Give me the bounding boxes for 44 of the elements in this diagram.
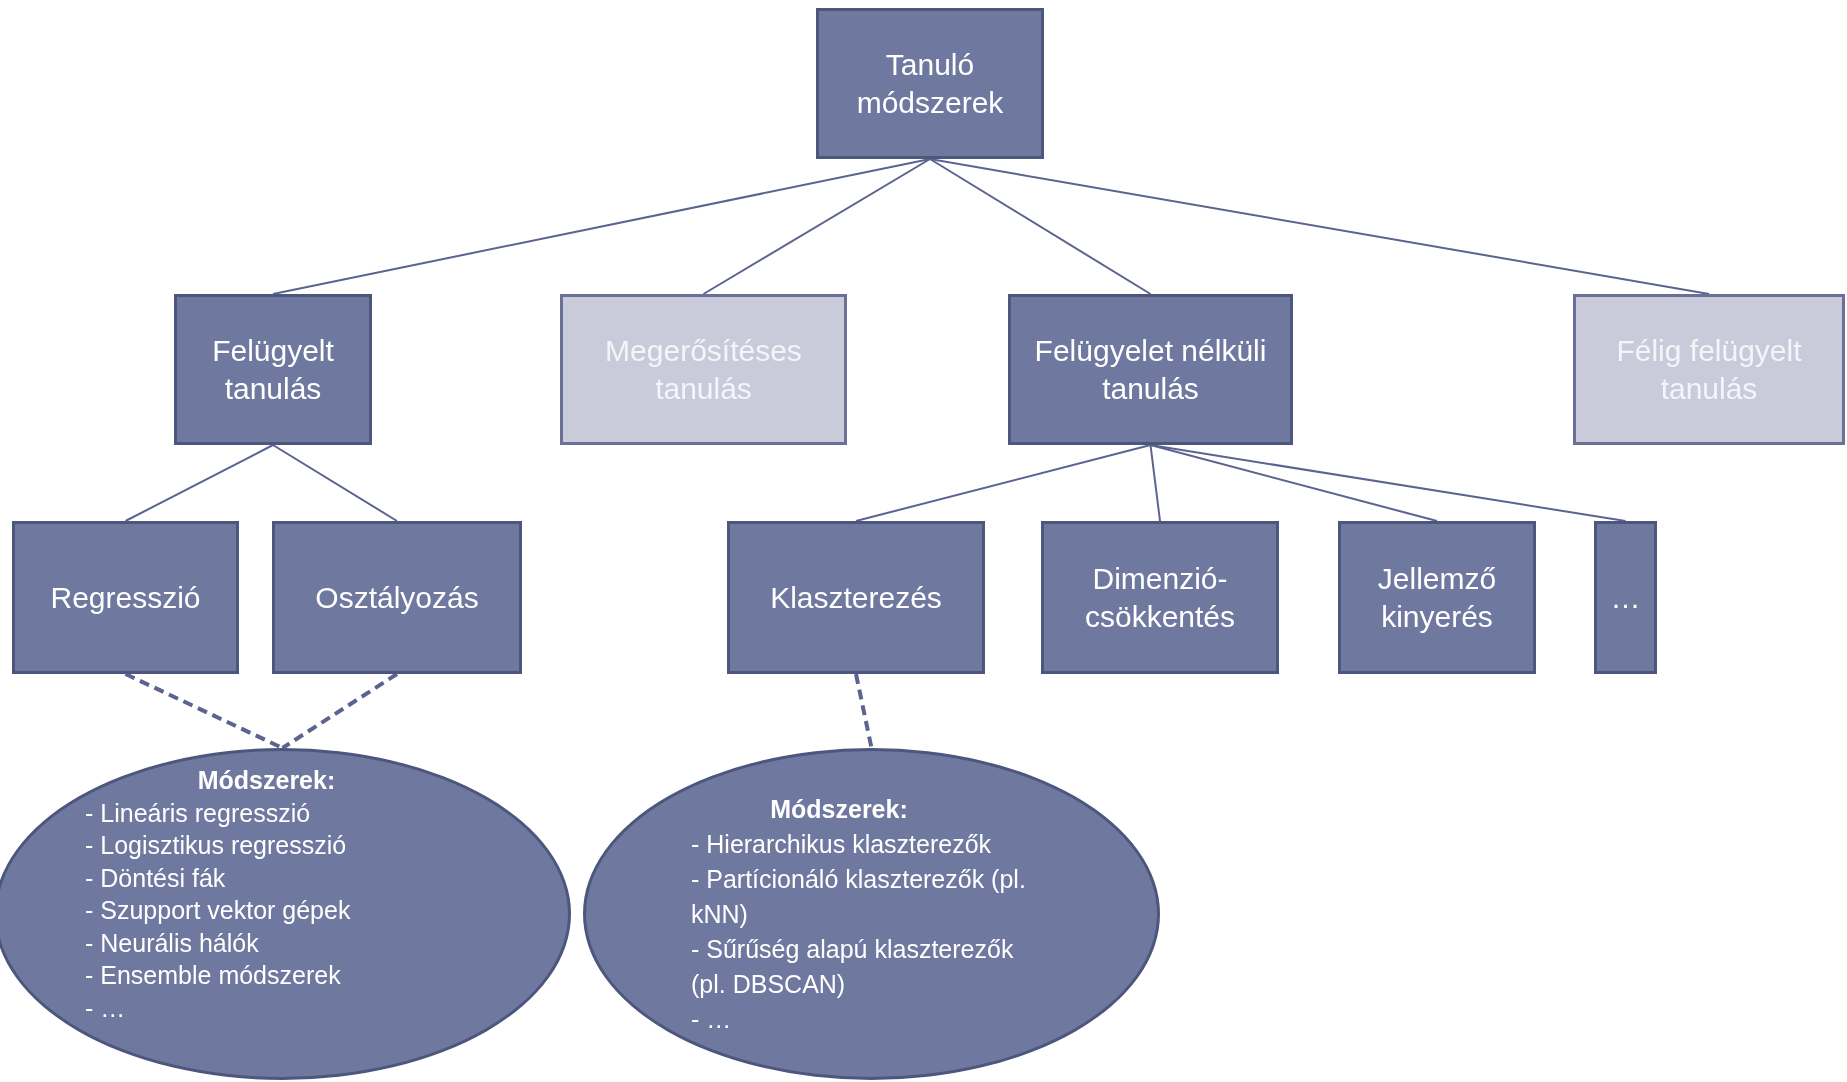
method-item: - Neurális hálók [85, 927, 260, 959]
box-label: Dimenzió-csökkentés [1083, 561, 1237, 635]
connector-line [702, 158, 931, 295]
methods-heading: Módszerek: [197, 765, 336, 796]
connector-line [929, 158, 1710, 295]
muted-category-box [560, 294, 847, 445]
method-item: - … [691, 1003, 733, 1035]
muted-category-box [1573, 294, 1845, 445]
category-box [1008, 294, 1293, 445]
connector-line [124, 444, 274, 522]
box-label: Klaszterezés [770, 579, 942, 616]
connector-line [855, 444, 1152, 522]
box-label: Tanuló módszerek [855, 47, 1005, 121]
category-box [174, 294, 372, 445]
connector-line [929, 158, 1152, 295]
method-item: - Partícionáló klaszterezők (pl. kNN) [691, 863, 1027, 930]
category-box [272, 521, 522, 674]
method-item: - … [85, 992, 127, 1024]
methods-heading: Módszerek: [770, 793, 908, 825]
connector-line [272, 444, 398, 522]
box-label: Felügyelet nélküli tanulás [1033, 333, 1268, 407]
box-label: … [1610, 579, 1641, 616]
category-box [816, 8, 1044, 159]
box-label: Regresszió [50, 579, 201, 616]
box-label: Jellemző kinyerés [1376, 561, 1498, 635]
dashed-connector [281, 672, 399, 750]
category-box [1338, 521, 1536, 674]
connector-line [1149, 444, 1627, 522]
method-item: - Sűrűség alapú klaszterezők (pl. DBSCAN) [691, 933, 1015, 1000]
category-box [1041, 521, 1279, 674]
method-item: - Ensemble módszerek [85, 960, 342, 991]
category-box [1594, 521, 1657, 674]
connector-line [1149, 444, 1438, 522]
method-item: - Hierarchikus klaszterezők [691, 828, 993, 860]
connector-line [1149, 444, 1161, 522]
dashed-connector [854, 673, 874, 749]
method-item: - Logisztikus regresszió [85, 830, 348, 861]
method-item: - Lineáris regresszió [85, 797, 312, 829]
method-item: - Szupport vektor gépek [85, 895, 352, 926]
category-box [12, 521, 239, 674]
method-item: - Döntési fák [85, 862, 227, 894]
box-label: Felügyelt tanulás [211, 333, 335, 407]
category-box [727, 521, 985, 674]
box-label: Osztályozás [315, 579, 479, 616]
